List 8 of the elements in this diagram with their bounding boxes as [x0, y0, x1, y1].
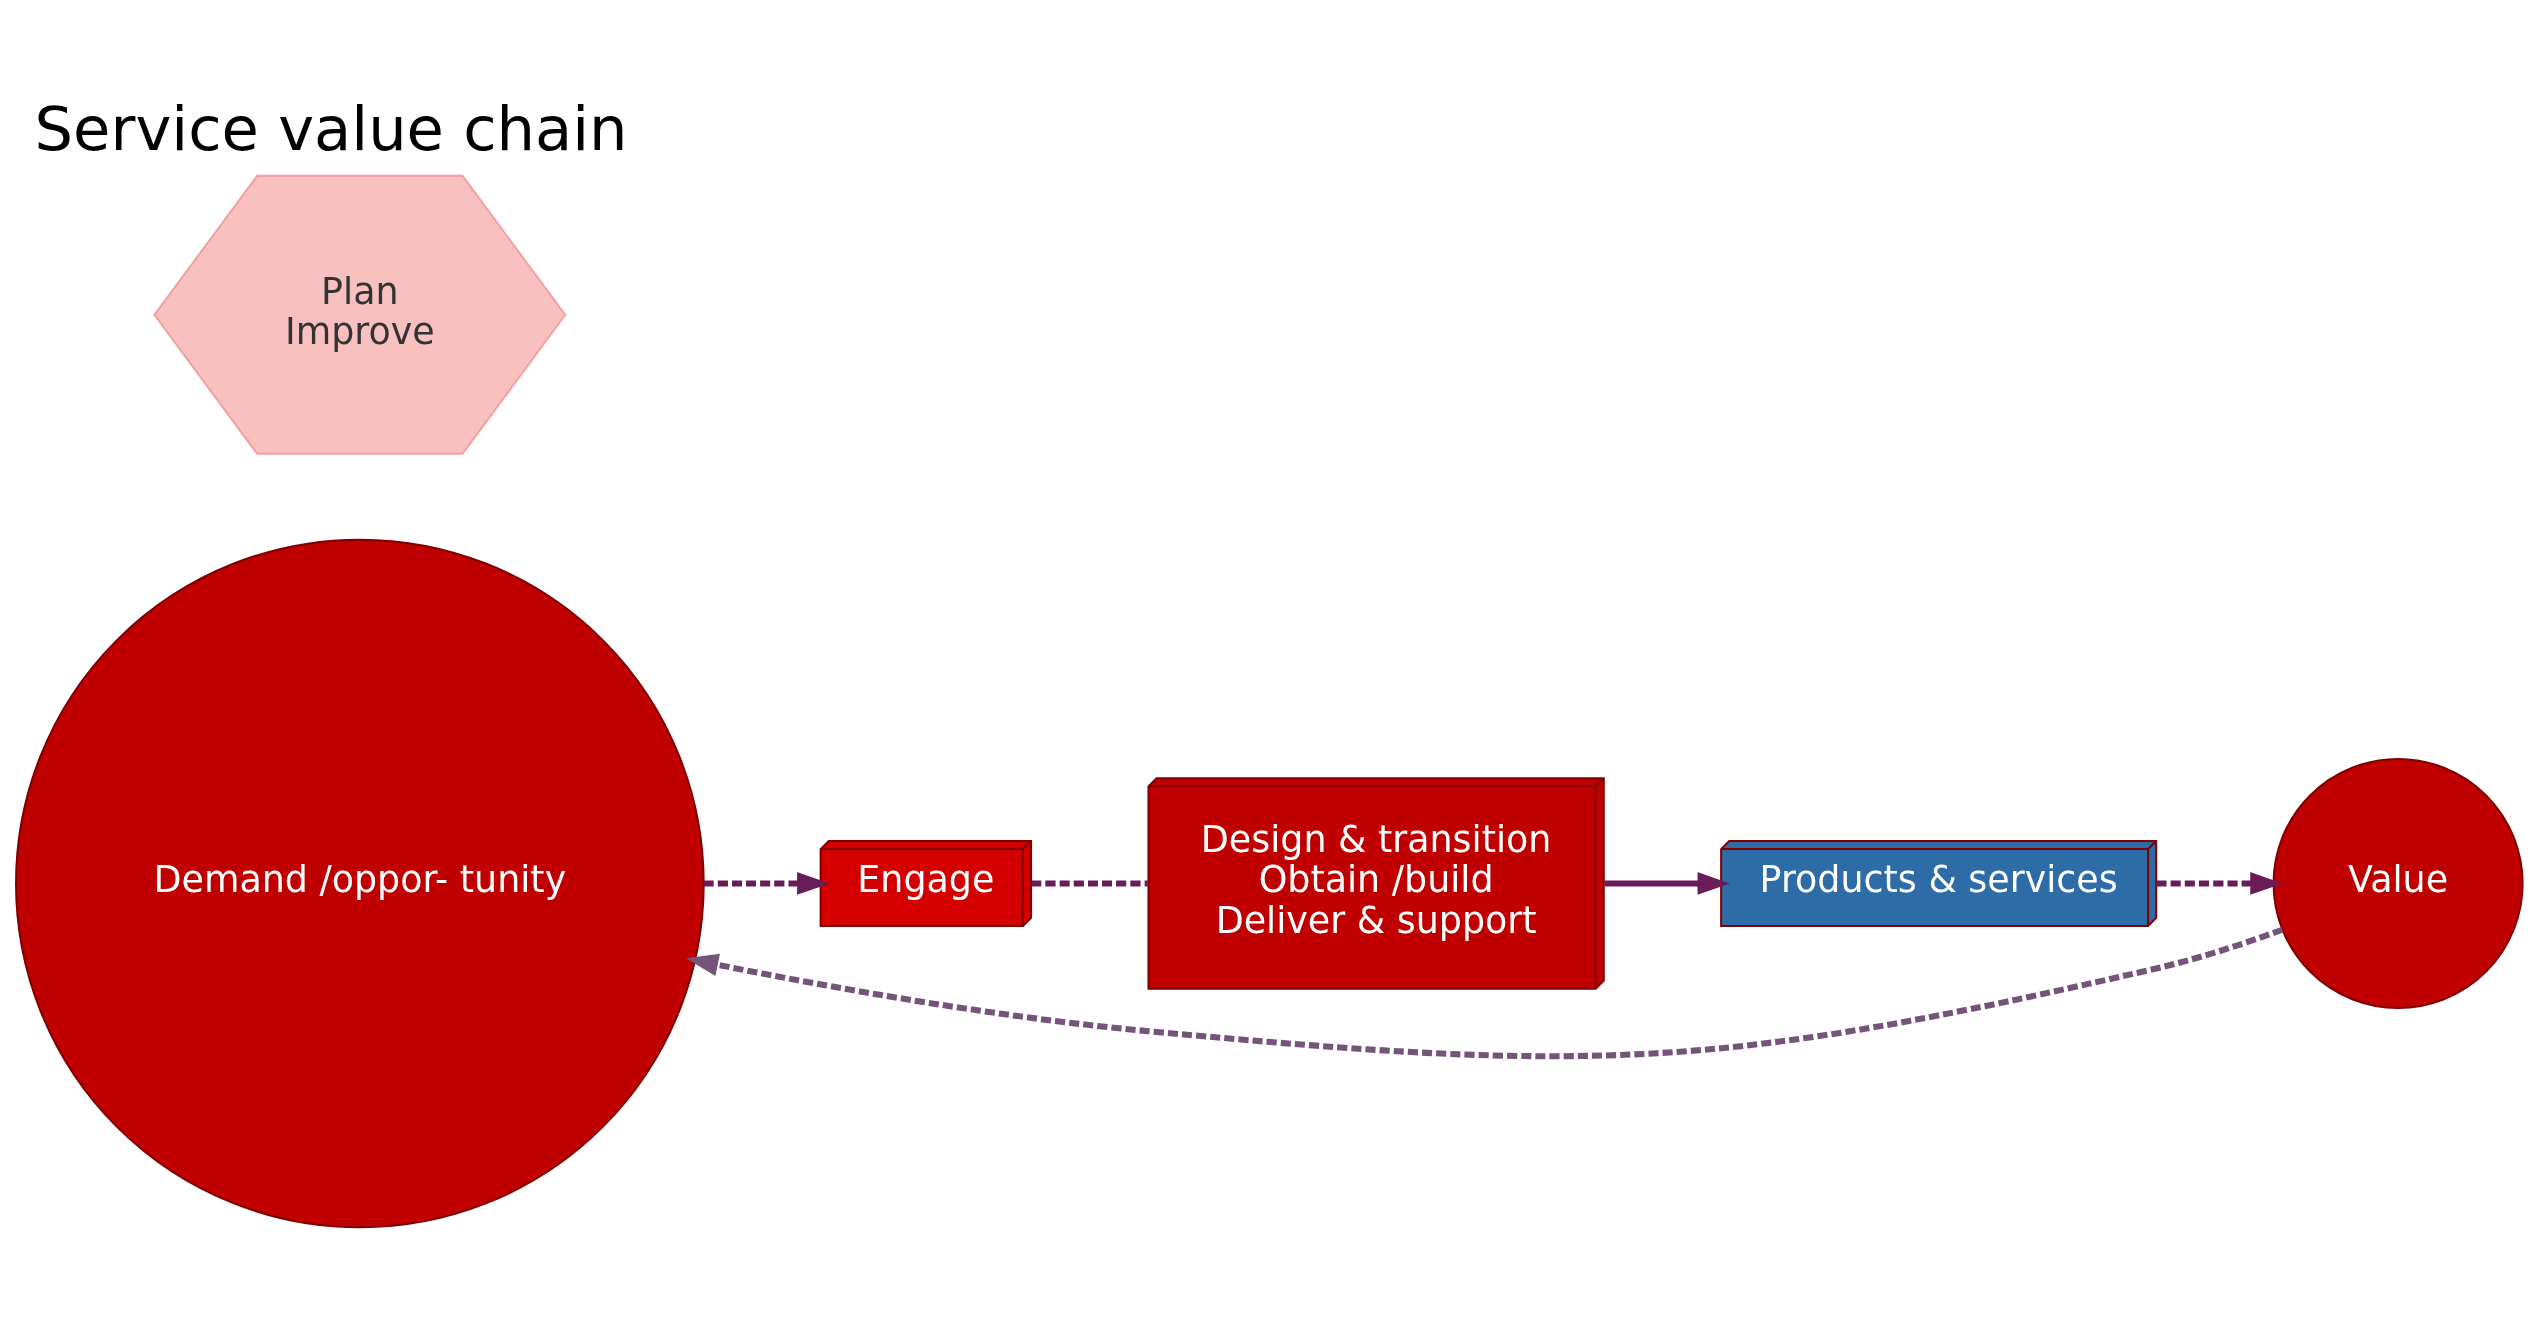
node-circle: Demand /oppor- tunity	[15, 538, 705, 1229]
node-circle: Value	[2272, 757, 2524, 1009]
arrow	[1604, 872, 1730, 895]
arrow	[685, 926, 2284, 1059]
diagram-title: Service value chain	[34, 93, 628, 164]
connector	[1031, 880, 1148, 887]
arrow	[703, 872, 830, 895]
arrow	[2156, 872, 2283, 895]
